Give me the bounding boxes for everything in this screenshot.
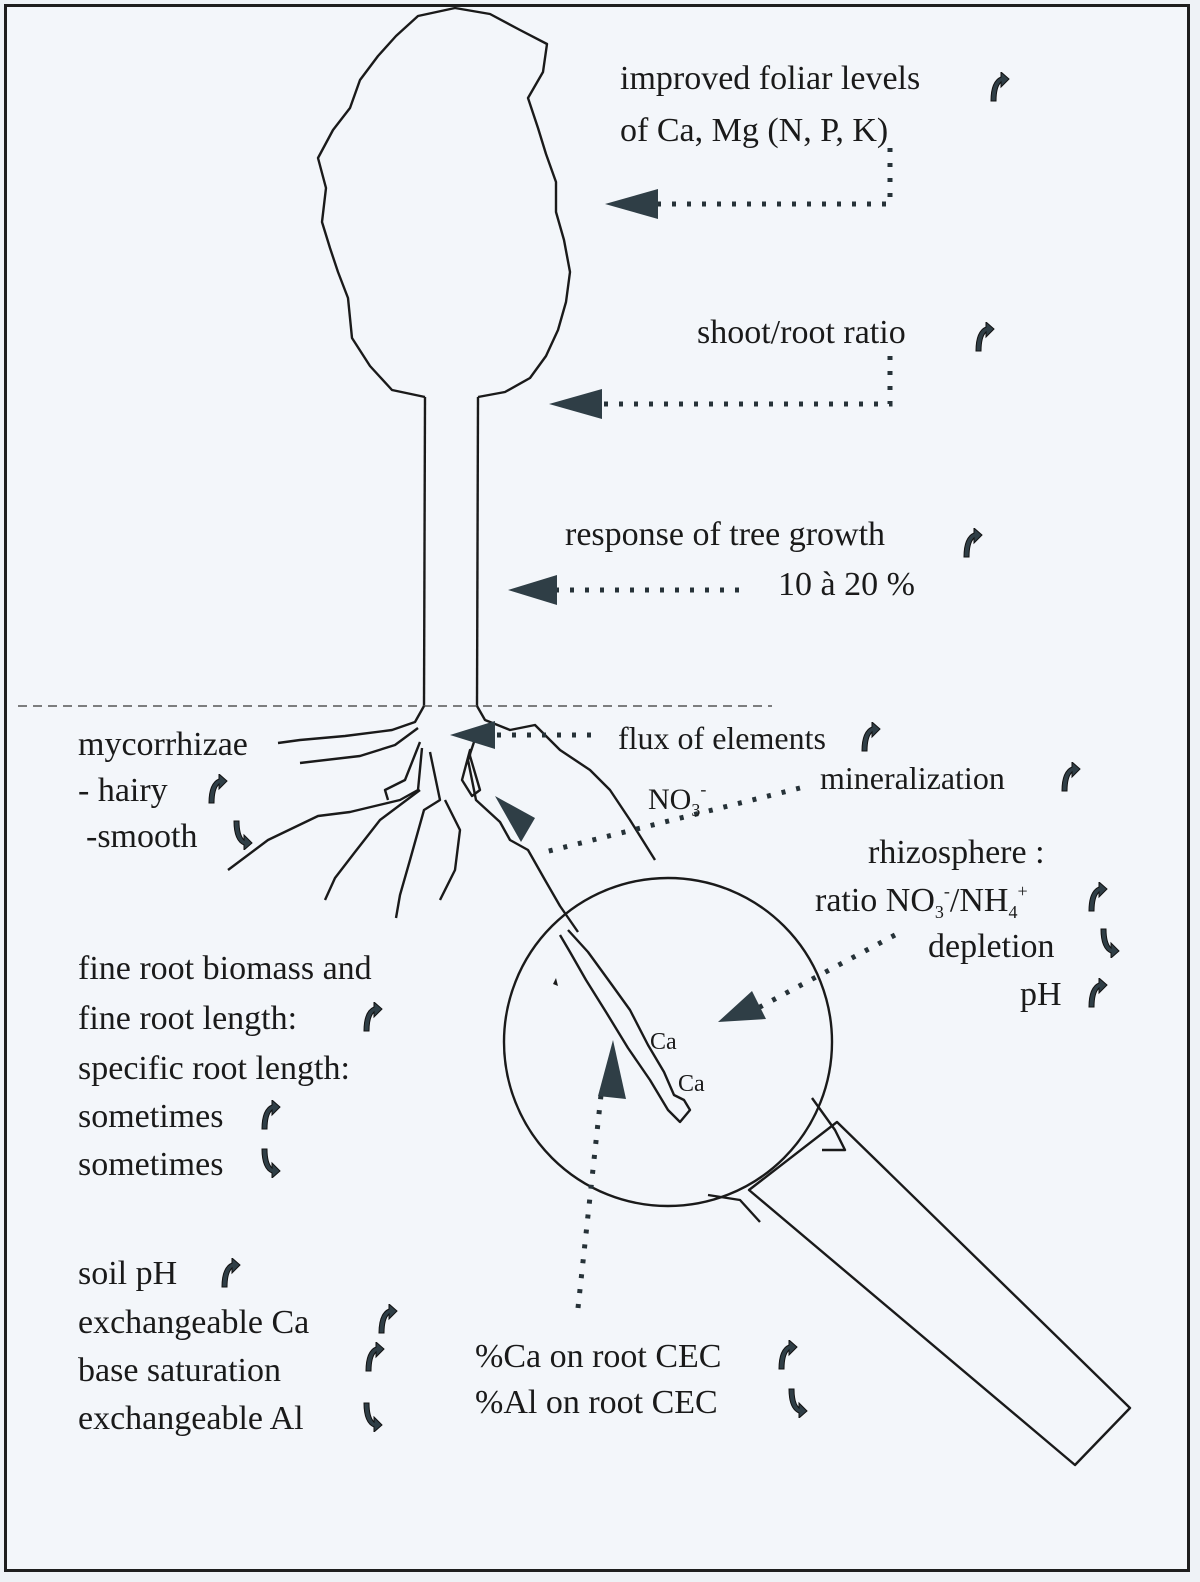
sometimes-down-label: sometimes	[78, 1148, 223, 1182]
curved-up-arrow-icon	[360, 1002, 384, 1032]
curved-down-arrow-icon	[1097, 928, 1121, 958]
sometimes-up-label: sometimes	[78, 1100, 223, 1134]
no3-label: NO3-	[648, 780, 706, 819]
ca-label-1: Ca	[650, 1030, 677, 1054]
lens-speck	[553, 978, 558, 986]
curved-up-arrow-icon	[775, 1340, 799, 1370]
foliar-label-line2: of Ca, Mg (N, P, K)	[620, 114, 888, 148]
smooth-label: -smooth	[86, 820, 197, 854]
arrowhead-growth	[508, 575, 557, 605]
curved-down-arrow-icon	[230, 820, 254, 850]
exchangeable-al-label: exchangeable Al	[78, 1402, 304, 1436]
mineralization-label: mineralization	[820, 762, 1005, 794]
tree-trunk-left	[424, 397, 425, 706]
fine-root-label-line2: fine root length:	[78, 1002, 297, 1036]
arrowhead-mineralization	[495, 796, 535, 842]
curved-up-arrow-icon	[258, 1100, 282, 1130]
hairy-label: - hairy	[78, 774, 168, 808]
depletion-label: depletion	[928, 930, 1055, 964]
curved-up-arrow-icon	[362, 1342, 386, 1372]
ca-cec-label: %Ca on root CEC	[475, 1340, 721, 1374]
ratio-label: ratio NO3-/NH4+	[815, 882, 1028, 921]
growth-label-line1: response of tree growth	[565, 518, 885, 552]
mycorrhizae-label: mycorrhizae	[78, 728, 248, 762]
curved-up-arrow-icon	[1058, 762, 1082, 792]
magnified-root	[560, 930, 690, 1122]
fine-root-label-line1: fine root biomass and	[78, 952, 372, 986]
tree-trunk-right	[477, 397, 478, 706]
ca-label-2: Ca	[678, 1072, 705, 1096]
base-saturation-label: base saturation	[78, 1354, 281, 1388]
curved-up-arrow-icon	[1085, 882, 1109, 912]
foliar-label-line1: improved foliar levels	[620, 62, 920, 96]
curved-up-arrow-icon	[375, 1304, 399, 1334]
curved-up-arrow-icon	[218, 1258, 242, 1288]
curved-up-arrow-icon	[1085, 978, 1109, 1008]
arrowhead-shoot	[549, 389, 602, 419]
ph-label: pH	[1020, 978, 1062, 1012]
shoot-root-label: shoot/root ratio	[697, 316, 906, 350]
arrowhead-foliar	[605, 189, 658, 219]
specific-root-label: specific root length:	[78, 1052, 350, 1086]
curved-up-arrow-icon	[205, 774, 229, 804]
curved-up-arrow-icon	[987, 72, 1011, 102]
exchangeable-ca-label: exchangeable Ca	[78, 1306, 309, 1340]
curved-down-arrow-icon	[258, 1148, 282, 1178]
curved-down-arrow-icon	[785, 1388, 809, 1418]
curved-up-arrow-icon	[960, 528, 984, 558]
curved-up-arrow-icon	[858, 722, 882, 752]
magnifier-handle	[708, 1098, 1130, 1465]
soil-ph-label: soil pH	[78, 1257, 177, 1291]
curved-down-arrow-icon	[360, 1402, 384, 1432]
rhizosphere-label: rhizosphere :	[868, 836, 1045, 870]
curved-up-arrow-icon	[972, 322, 996, 352]
tree-crown	[318, 8, 570, 397]
arrowhead-cec	[598, 1040, 626, 1099]
growth-label-line2: 10 à 20 %	[778, 568, 915, 602]
al-cec-label: %Al on root CEC	[475, 1386, 718, 1420]
arrowhead-rhizosphere	[718, 991, 766, 1022]
flux-label: flux of elements	[618, 722, 826, 754]
